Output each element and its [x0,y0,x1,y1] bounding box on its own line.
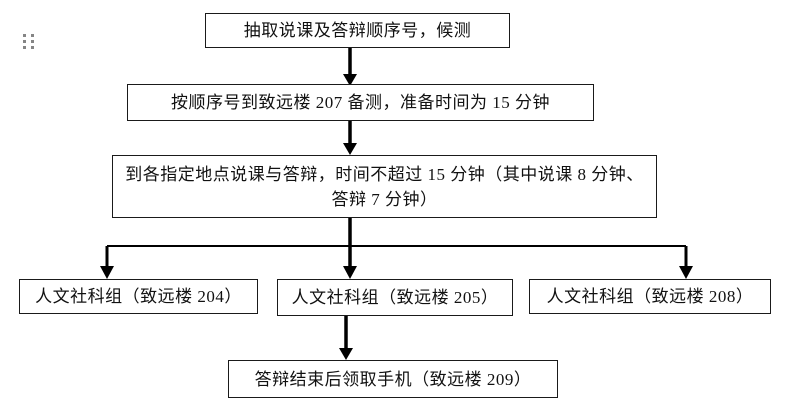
drag-handle-icon[interactable] [20,32,37,51]
flow-node-step-present-defend: 到各指定地点说课与答辩，时间不超过 15 分钟（其中说课 8 分钟、答辩 7 分… [112,155,657,218]
edge-prepare-to-present-arrowhead [343,143,357,155]
edge-present-to-204-arrowhead [100,266,114,279]
grip-dot [22,39,26,43]
flow-node-step-draw-number: 抽取说课及答辩顺序号，候测 [205,13,510,48]
grip-dot [31,46,35,50]
flow-node-group-room-205: 人文社科组（致远楼 205） [277,279,513,316]
grip-dot [22,46,26,50]
edge-present-to-208-arrowhead [679,266,693,279]
edge-present-to-205-arrowhead [343,266,357,279]
grip-dot [22,33,26,37]
flow-node-group-room-208: 人文社科组（致远楼 208） [529,279,771,314]
grip-dot [31,39,35,43]
flow-node-group-room-204: 人文社科组（致远楼 204） [19,279,258,314]
flow-node-step-collect-phone-209: 答辩结束后领取手机（致远楼 209） [228,360,558,398]
grip-dot [31,33,35,37]
flow-node-step-prepare-room-207: 按顺序号到致远楼 207 备测，准备时间为 15 分钟 [127,84,594,121]
edge-205-to-phone-arrowhead [339,348,353,360]
